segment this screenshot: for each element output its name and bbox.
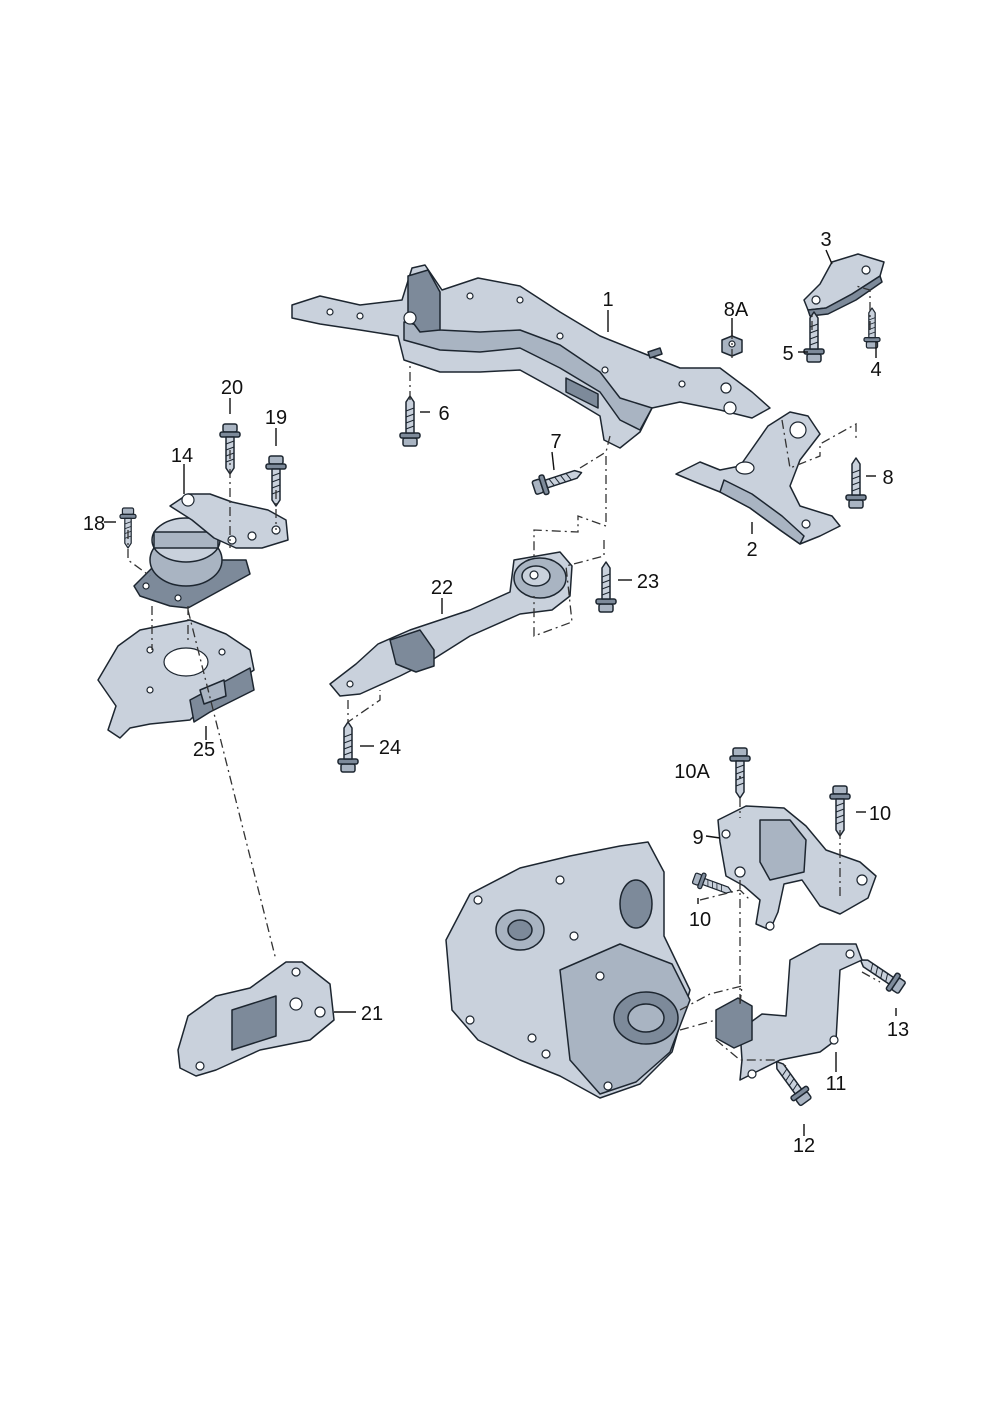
callout-22: 22 (431, 577, 453, 599)
callout-10: 10 (869, 803, 891, 825)
callout-10-lower: 10 (689, 909, 711, 931)
control-arm-part-2 (675, 411, 841, 545)
bolt-part-24 (337, 721, 359, 773)
torque-rod-part-22 (329, 551, 573, 697)
bolt-part-18 (119, 507, 137, 549)
bolt-part-7 (530, 462, 586, 499)
callout-19: 19 (265, 407, 287, 429)
callout-9: 9 (692, 827, 703, 849)
callout-13: 13 (887, 1019, 909, 1041)
callout-10a: 10A (674, 761, 710, 783)
support-part-21 (177, 961, 335, 1077)
bolt-part-20 (219, 423, 241, 475)
bolt-part-6 (399, 395, 421, 447)
callout-5: 5 (782, 343, 793, 365)
callout-14: 14 (171, 445, 193, 467)
bolt-part-5 (803, 311, 825, 363)
leader-lines (104, 249, 897, 1136)
bolt-part-23 (595, 561, 617, 613)
gearbox (445, 841, 691, 1099)
callout-8a: 8A (724, 299, 749, 321)
callout-3: 3 (820, 229, 831, 251)
callout-6: 6 (438, 403, 449, 425)
callouts: 1 2 3 4 5 6 7 8 8A 9 10 10 10A 11 12 13 … (83, 229, 909, 1157)
bolt-part-8 (845, 457, 867, 509)
callout-24: 24 (379, 737, 401, 759)
callout-1: 1 (602, 289, 613, 311)
bolt-part-12 (767, 1054, 815, 1109)
bolt-part-10 (829, 785, 851, 837)
subframe-part-1 (291, 264, 771, 449)
callout-23: 23 (637, 571, 659, 593)
bracket-plate-part-25 (97, 619, 255, 739)
engine-mount-part-14 (133, 493, 289, 609)
bolt-part-13 (854, 951, 909, 998)
bracket-part-11 (715, 943, 863, 1081)
callout-4: 4 (870, 359, 881, 381)
bolt-part-10a (729, 747, 751, 799)
gearbox-mount-part-9 (717, 805, 877, 931)
callout-18: 18 (83, 513, 105, 535)
callout-8: 8 (882, 467, 893, 489)
callout-25: 25 (193, 739, 215, 761)
bolt-part-4 (863, 307, 881, 349)
nut-part-8a (721, 335, 743, 357)
callout-11: 11 (826, 1073, 847, 1095)
callout-21: 21 (361, 1003, 383, 1025)
callout-7: 7 (550, 431, 561, 453)
assembly-lines (127, 285, 881, 1067)
callout-12: 12 (793, 1135, 815, 1157)
bracket-part-3 (803, 253, 885, 317)
callout-20: 20 (221, 377, 243, 399)
callout-2: 2 (746, 539, 757, 561)
